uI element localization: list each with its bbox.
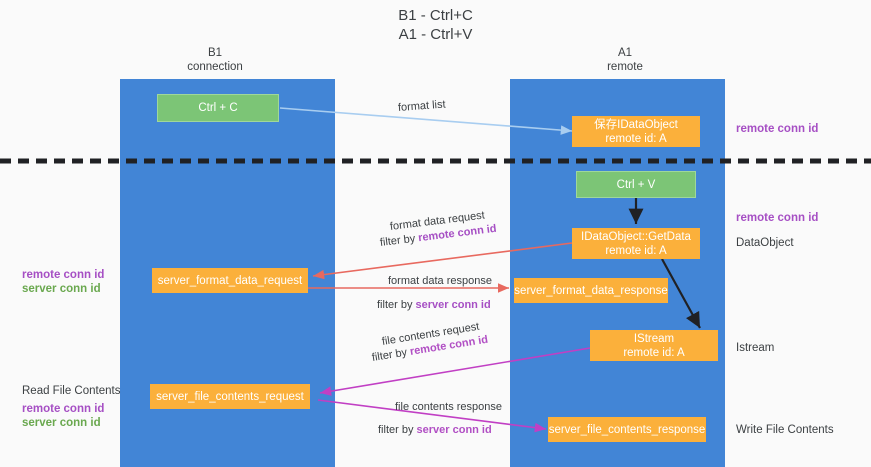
box-server-format-data-response-label: server_format_data_response [514,284,668,297]
filter-key-server-conn-id: server conn id [415,299,491,311]
box-server-file-contents-response[interactable]: server_file_contents_response [548,417,706,442]
arrow-label-file-contents-response-filter: filter by server conn id [378,423,492,437]
box-istream-line1: IStream [633,332,675,345]
box-server-file-contents-request-label: server_file_contents_request [156,390,304,403]
box-ctrl-v[interactable]: Ctrl + V [576,171,696,198]
box-save-idataobject-line2: remote id: A [605,132,667,145]
arrow-label-format-list: format list [397,98,446,114]
filter-prefix: filter by [371,346,411,364]
box-save-idataobject-line1: 保存IDataObject [594,118,678,131]
box-ctrl-c[interactable]: Ctrl + C [157,94,279,122]
page-title: B1 - Ctrl+C A1 - Ctrl+V [0,6,871,44]
title-line-1: B1 - Ctrl+C [398,7,473,24]
box-server-format-data-request[interactable]: server_format_data_request [152,268,308,293]
column-header-left-role: connection [187,61,243,73]
column-header-left: B1 connection [150,46,280,74]
box-istream[interactable]: IStream remote id: A [590,330,718,361]
box-save-idataobject[interactable]: 保存IDataObject remote id: A [572,116,700,147]
box-server-file-contents-response-label: server_file_contents_response [548,423,706,436]
column-header-right-name: A1 [617,47,633,59]
column-header-right: A1 remote [560,46,690,74]
column-header-left-name: B1 [207,47,223,59]
side-label-left-server-conn-id-bottom: server conn id [22,417,101,429]
filter-key-server-conn-id: server conn id [416,424,492,436]
filter-prefix: filter by [377,299,416,311]
box-ctrl-c-label: Ctrl + C [198,102,238,114]
side-label-dataobject: DataObject [736,237,794,249]
box-idataobject-getdata[interactable]: IDataObject::GetData remote id: A [572,228,700,259]
side-label-istream: Istream [736,342,775,354]
side-label-write-file-contents: Write File Contents [736,424,834,436]
box-server-format-data-request-label: server_format_data_request [157,274,303,287]
side-label-left-server-conn-id-mid: server conn id [22,283,101,295]
box-idataobject-getdata-line2: remote id: A [605,244,667,257]
side-label-left-remote-conn-id-bottom: remote conn id [22,403,105,415]
box-idataobject-getdata-line1: IDataObject::GetData [581,230,691,243]
title-line-2: A1 - Ctrl+V [398,26,473,43]
arrow-label-file-contents-response: file contents response [395,401,503,413]
box-server-file-contents-request[interactable]: server_file_contents_request [150,384,310,409]
box-istream-line2: remote id: A [623,346,685,359]
arrow-label-format-data-response-filter: filter by server conn id [377,298,491,312]
side-label-read-file-contents: Read File Contents [22,385,121,397]
box-ctrl-v-label: Ctrl + V [616,178,656,191]
side-label-remote-conn-id-mid: remote conn id [736,212,819,224]
filter-prefix: filter by [379,232,419,249]
arrow-label-format-data-response: format data response [388,275,492,287]
column-header-right-role: remote [607,61,643,73]
side-label-remote-conn-id-top: remote conn id [736,123,819,135]
side-label-left-remote-conn-id-mid: remote conn id [22,269,105,281]
box-server-format-data-response[interactable]: server_format_data_response [514,278,668,303]
filter-prefix: filter by [378,424,417,436]
